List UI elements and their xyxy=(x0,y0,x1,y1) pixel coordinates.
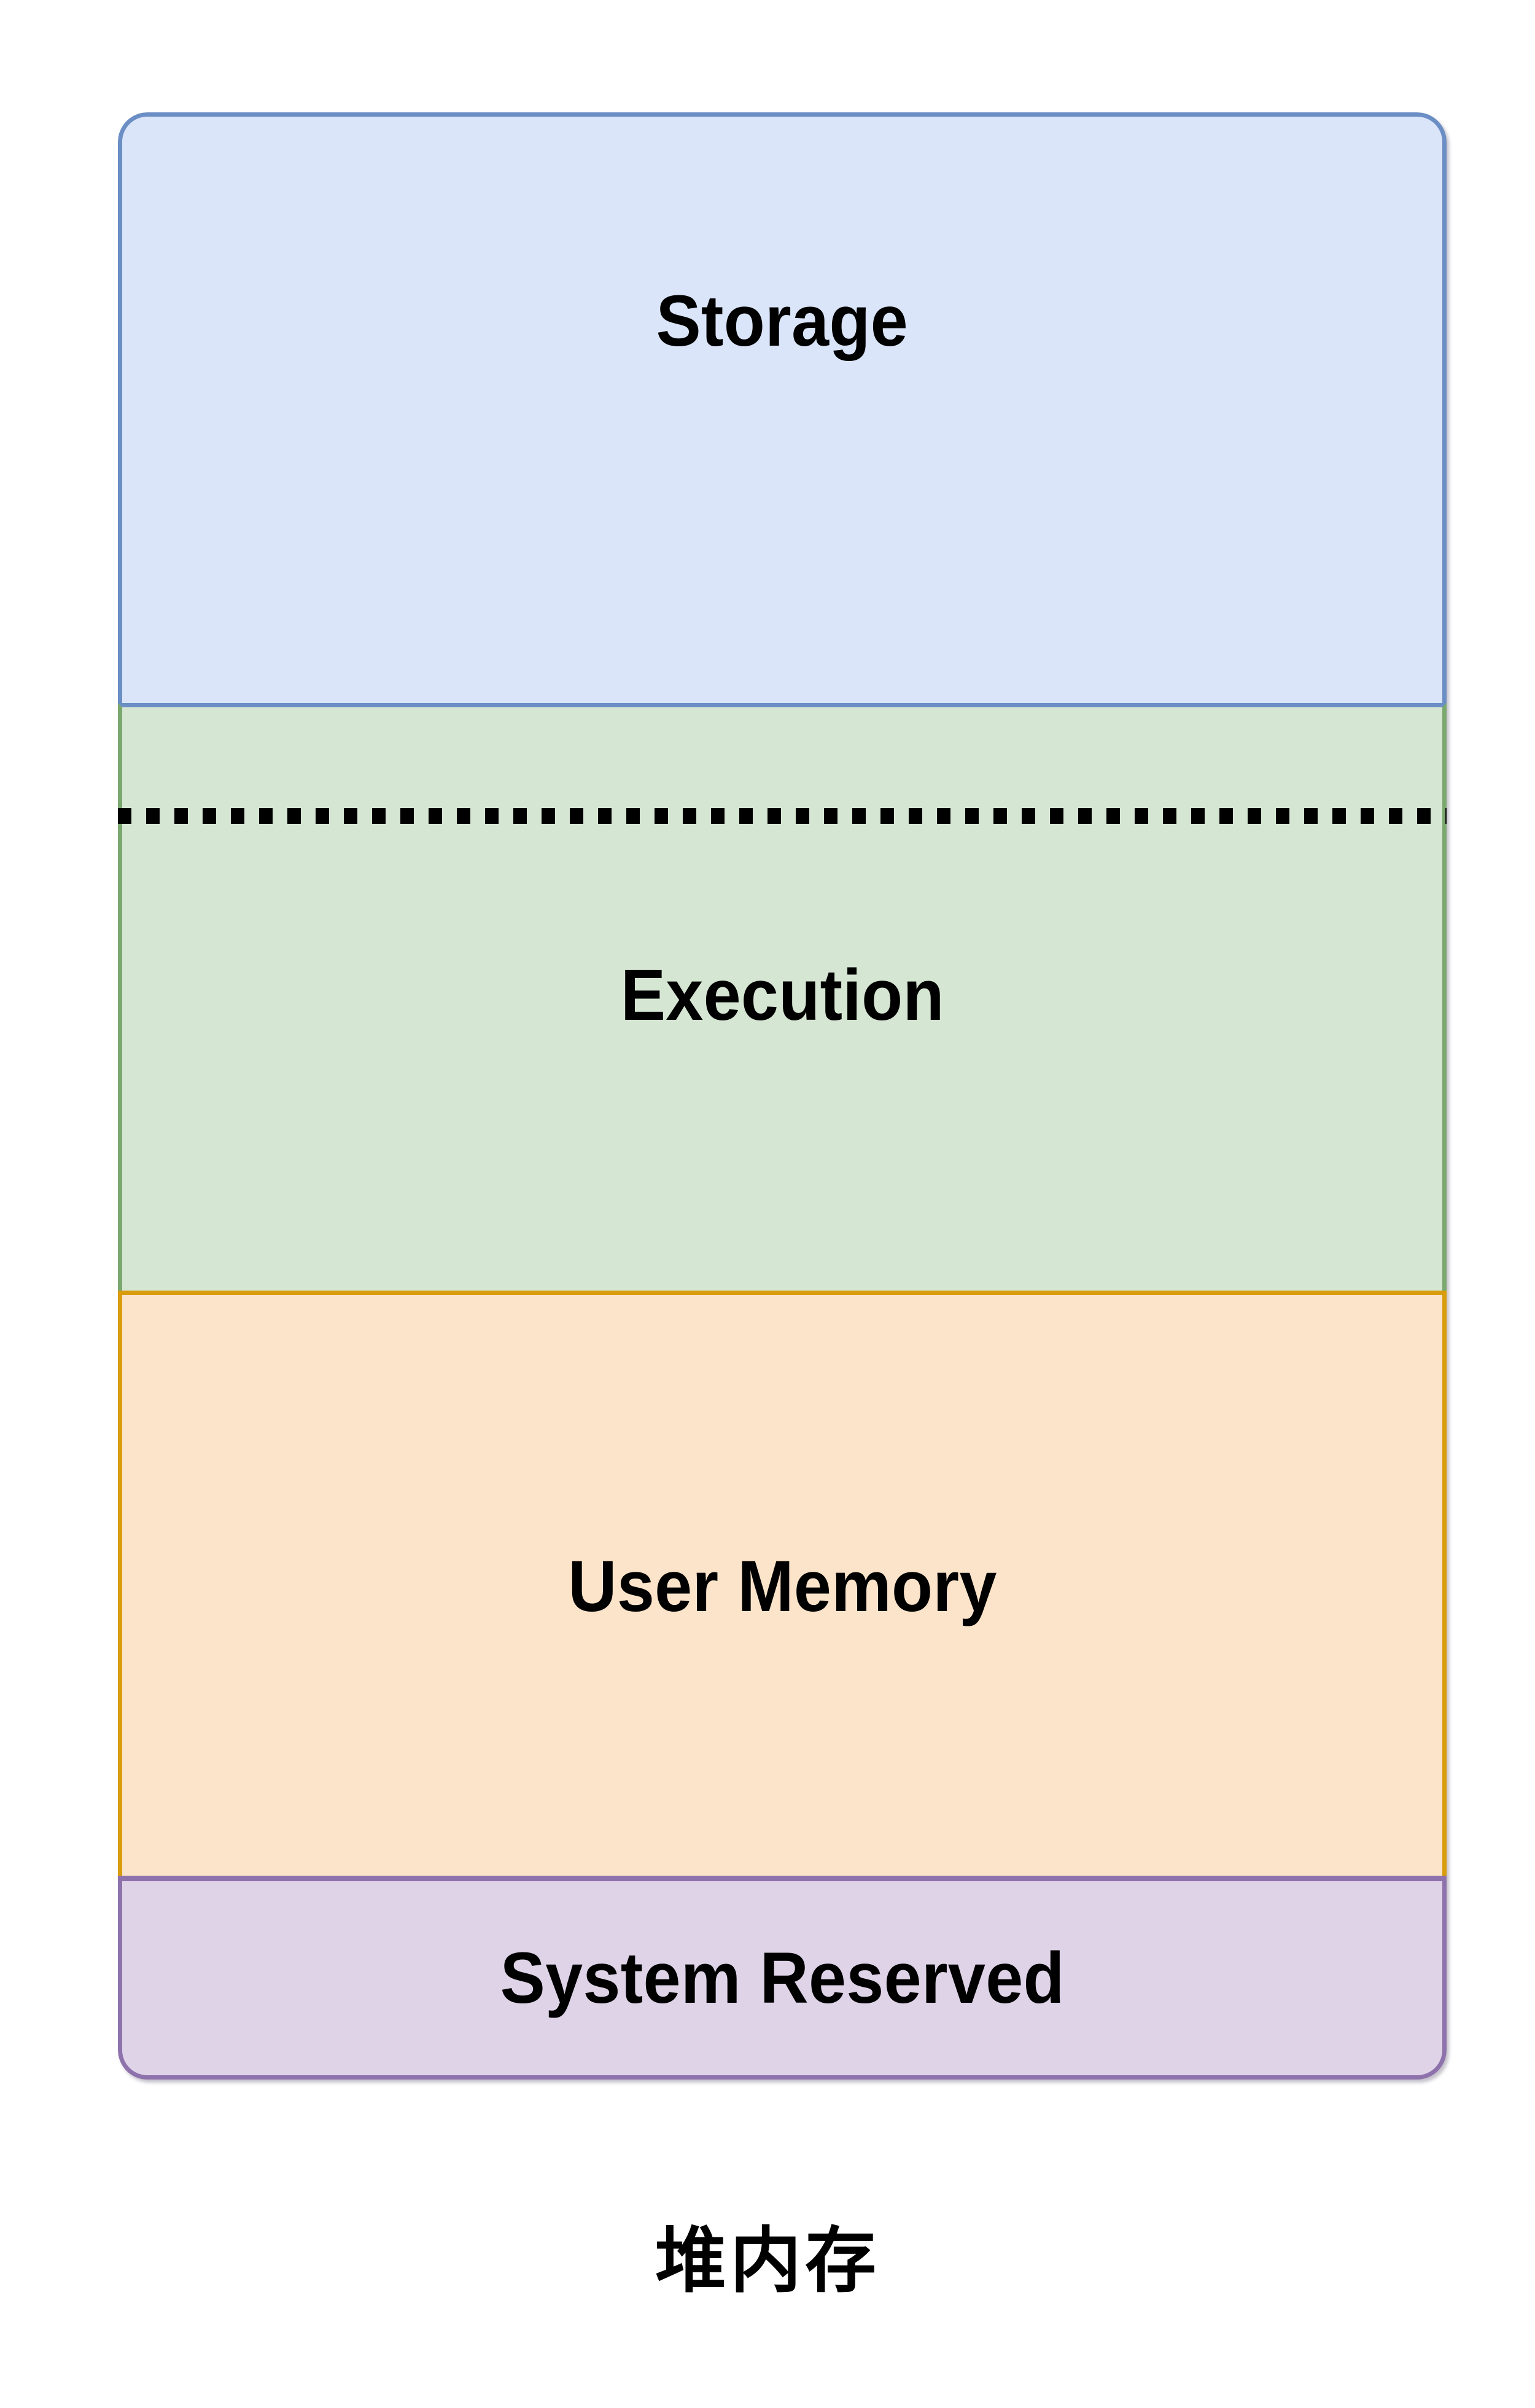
diagram-caption: 堆内存 xyxy=(655,2220,880,2302)
memory-band-execution-label: Execution xyxy=(620,955,944,1036)
memory-band-user-memory[interactable]: User Memory xyxy=(118,1291,1447,1876)
memory-band-storage-label: Storage xyxy=(656,280,909,362)
memory-band-storage[interactable]: Storage xyxy=(118,112,1447,703)
heap-memory-block: Storage Execution User Memory System Res… xyxy=(118,112,1447,2080)
memory-band-user-memory-label: User Memory xyxy=(567,1546,997,1627)
memory-band-system-reserved[interactable]: System Reserved xyxy=(118,1876,1447,2080)
memory-band-execution[interactable]: Execution xyxy=(118,703,1447,1291)
memory-band-system-reserved-label: System Reserved xyxy=(500,1938,1065,2019)
